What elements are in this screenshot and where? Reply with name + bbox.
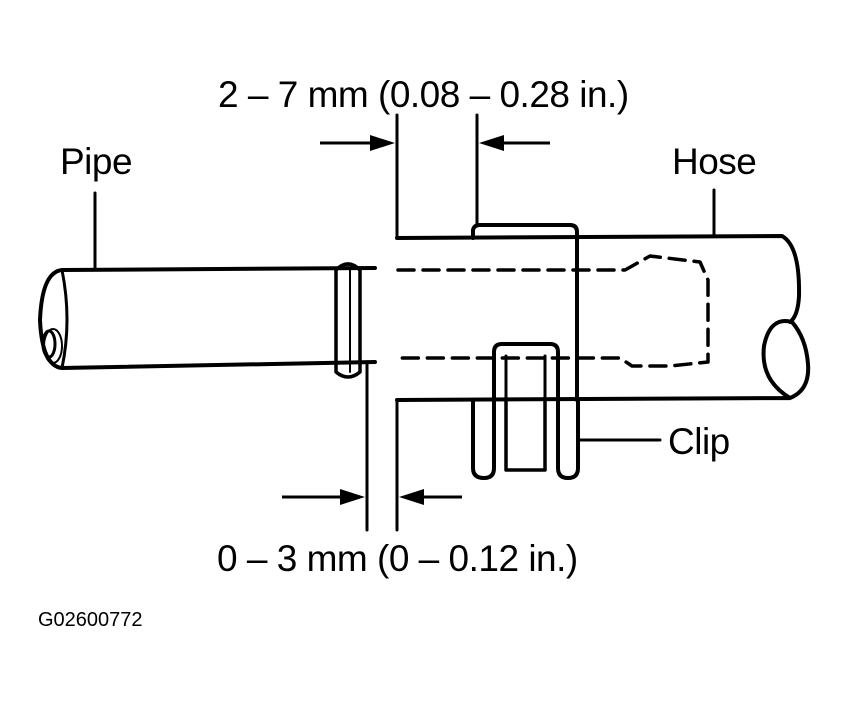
pipe-label: Pipe xyxy=(60,141,133,182)
hose xyxy=(395,234,811,402)
leader-lines xyxy=(93,188,716,442)
clip xyxy=(471,223,580,480)
top-right-arrow xyxy=(479,135,550,151)
clip-label: Clip xyxy=(668,421,730,462)
bottom-left-arrow xyxy=(282,489,365,505)
dimension-lines xyxy=(365,113,479,532)
hidden-pipe-end xyxy=(396,254,710,368)
hose-label: Hose xyxy=(672,141,757,182)
top-left-arrow xyxy=(320,135,395,151)
top-dimension-label: 2 – 7 mm (0.08 – 0.28 in.) xyxy=(218,74,629,115)
bottom-right-arrow xyxy=(399,489,462,505)
figure-id: G02600772 xyxy=(38,609,143,631)
bottom-dimension-label: 0 – 3 mm (0 – 0.12 in.) xyxy=(217,538,578,579)
pipe xyxy=(38,262,377,379)
